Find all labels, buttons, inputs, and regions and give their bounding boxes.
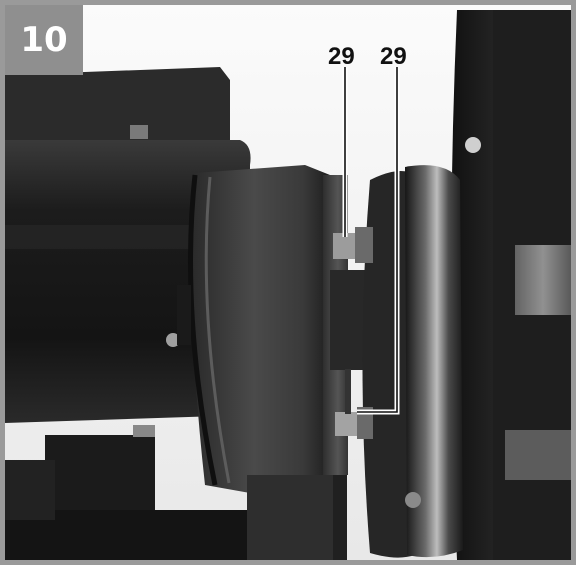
step-number-badge: 10 <box>5 5 83 75</box>
callout-label-lower-bolt: 29 <box>380 43 407 70</box>
callout-label-upper-bolt: 29 <box>328 43 355 70</box>
machine-photo <box>5 5 571 560</box>
